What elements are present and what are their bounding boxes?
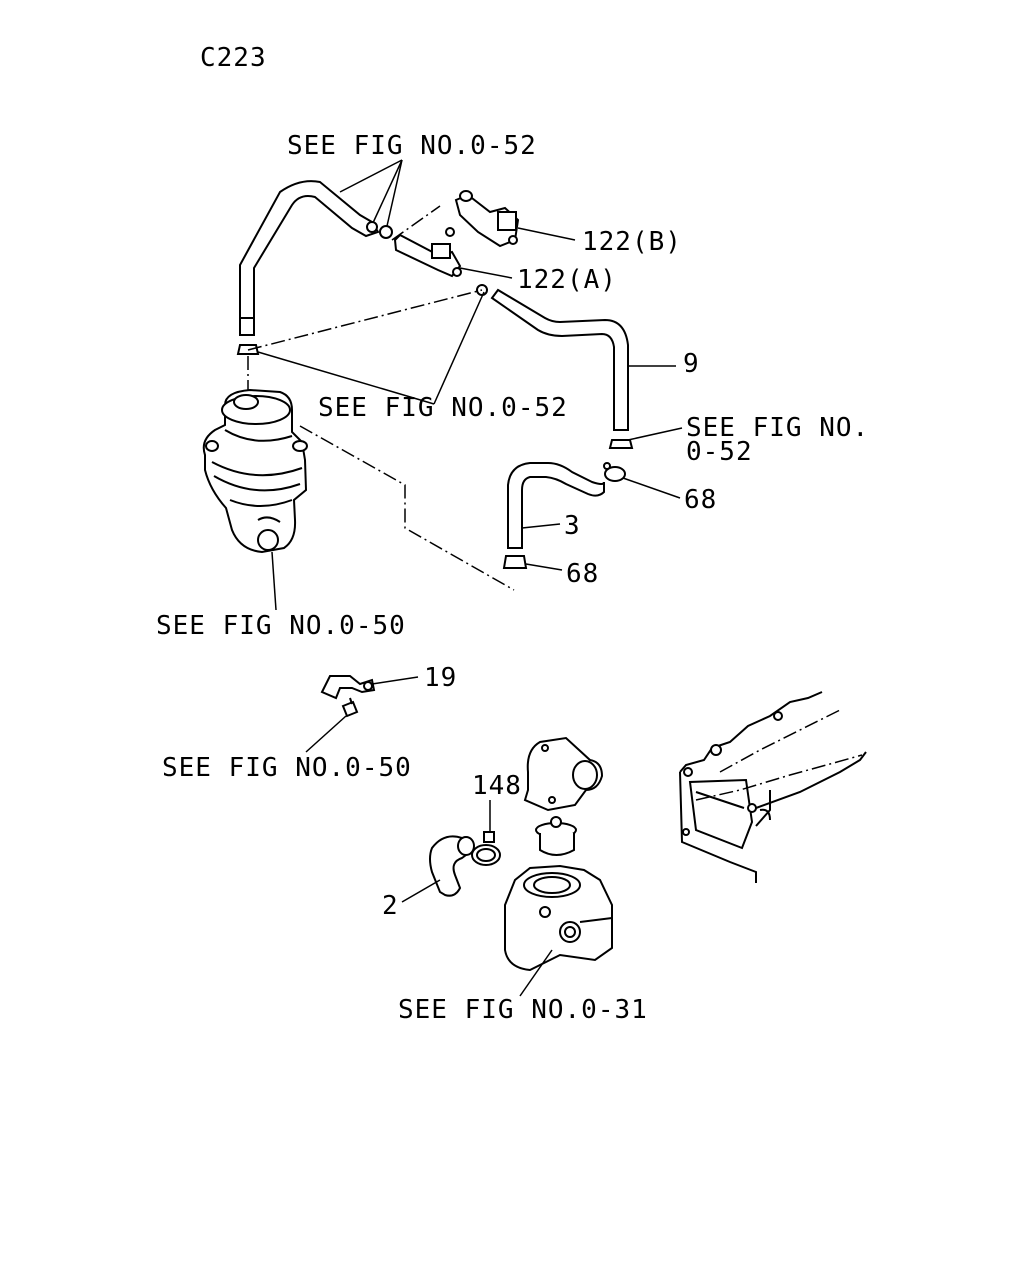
- see-fig-052-right-line1: SEE FIG NO.: [686, 413, 869, 443]
- see-fig-052-right-line2: 0-52: [686, 437, 753, 467]
- leader-line: [433, 291, 485, 405]
- bracket-19: [320, 675, 376, 700]
- thermostat-cover: [523, 736, 604, 812]
- hose-clamp-68-upper: [603, 462, 626, 482]
- leader-line-122b: [517, 227, 576, 241]
- see-fig-050-a: SEE FIG NO.0-50: [156, 611, 406, 641]
- see-fig-050-b: SEE FIG NO.0-50: [162, 753, 412, 783]
- hose-clamp-9: [608, 439, 634, 449]
- upper-left-hose: [239, 180, 380, 336]
- leader-line-122a: [459, 267, 513, 279]
- engine-block-section: [679, 691, 867, 883]
- leader-line-68-upper: [622, 477, 681, 499]
- leader-line: [305, 715, 347, 753]
- see-fig-052-top: SEE FIG NO.0-52: [287, 131, 537, 161]
- leader-line: [519, 949, 553, 997]
- see-fig-052-mid: SEE FIG NO.0-52: [318, 393, 568, 423]
- pipe-122a: [393, 227, 462, 278]
- part-label-3: 3: [564, 511, 581, 541]
- leader-line: [371, 159, 403, 226]
- pipe-122b: [454, 190, 520, 248]
- thermostat: [535, 816, 577, 856]
- leader-line: [339, 159, 403, 193]
- dash-connector: [299, 425, 515, 591]
- part-label-122a: 122(A): [517, 265, 617, 295]
- leader-line-2: [401, 879, 441, 903]
- hose-2: [429, 835, 475, 897]
- hose-clamp-68-lower: [502, 555, 528, 569]
- part-label-148: 148: [472, 771, 522, 801]
- leader-line: [271, 551, 277, 611]
- leader-line: [257, 351, 435, 405]
- see-fig-031: SEE FIG NO.0-31: [398, 995, 648, 1025]
- part-label-2: 2: [382, 891, 399, 921]
- bolt-small: [341, 697, 359, 718]
- part-label-122b: 122(B): [582, 227, 682, 257]
- leader-line-19: [371, 676, 419, 685]
- leader-line-68-lower: [525, 563, 563, 571]
- leader-line: [627, 427, 683, 441]
- part-label-19: 19: [424, 663, 457, 693]
- leader-line: [386, 159, 403, 227]
- dash-connector: [391, 205, 441, 241]
- leader-line-3: [521, 523, 561, 529]
- hose-9: [490, 288, 629, 431]
- clamp-148: [471, 831, 501, 866]
- hose-3: [507, 462, 605, 549]
- part-label-68-lower: 68: [566, 559, 599, 589]
- diagram-code: C223: [200, 43, 267, 73]
- dash-connector: [247, 289, 483, 351]
- part-label-9: 9: [683, 349, 700, 379]
- part-label-68-upper: 68: [684, 485, 717, 515]
- thermostat-housing: [504, 864, 613, 972]
- reservoir-pump-assembly: [202, 388, 308, 554]
- clamp-small-top: [366, 221, 393, 239]
